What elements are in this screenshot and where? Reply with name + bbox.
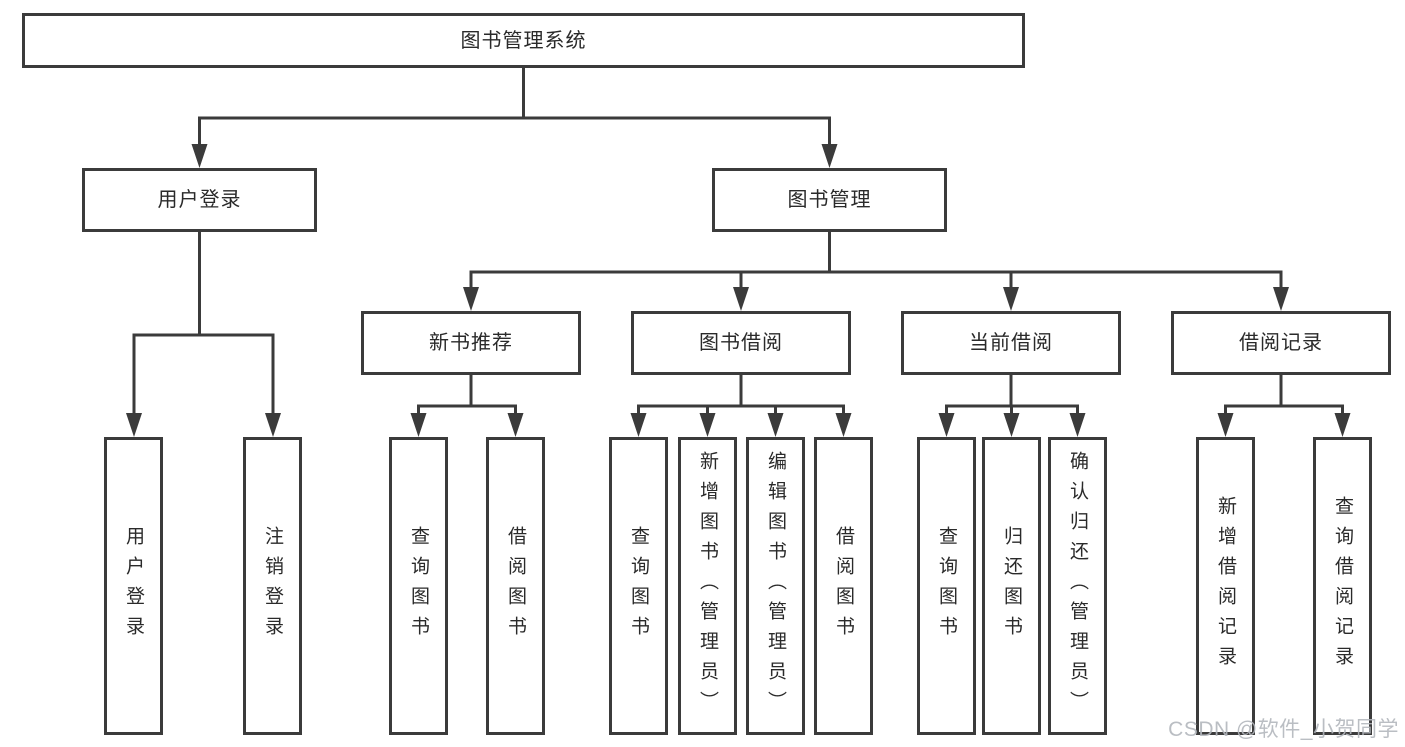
arrowheads — [126, 144, 1351, 437]
leaf-query-books-current: 查询图书 — [917, 437, 976, 735]
leaf-label: 归还图书 — [1001, 526, 1022, 646]
leaf-confirm-return-admin: 确认归还（管理员） — [1048, 437, 1107, 735]
leaf-label: 注销登录 — [262, 526, 283, 646]
leaf-label: 新增图书（管理员） — [697, 451, 718, 721]
leaf-query-books-recommend: 查询图书 — [389, 437, 448, 735]
leaf-label: 借阅图书 — [505, 526, 526, 646]
node-label: 借阅记录 — [1239, 332, 1323, 354]
leaf-query-borrow-record: 查询借阅记录 — [1313, 437, 1372, 735]
leaf-borrow-books: 借阅图书 — [814, 437, 873, 735]
leaf-label: 新增借阅记录 — [1215, 496, 1236, 676]
node-user-login: 用户登录 — [82, 168, 317, 232]
node-label: 新书推荐 — [429, 332, 513, 354]
leaf-label: 借阅图书 — [833, 526, 854, 646]
leaf-logout: 注销登录 — [243, 437, 302, 735]
node-label: 图书管理 — [787, 189, 872, 211]
leaf-add-books-admin: 新增图书（管理员） — [678, 437, 737, 735]
node-current-borrow: 当前借阅 — [901, 311, 1121, 375]
leaf-label: 查询借阅记录 — [1332, 496, 1353, 676]
node-book-management: 图书管理 — [712, 168, 947, 232]
leaf-label: 确认归还（管理员） — [1067, 451, 1088, 721]
node-label: 图书借阅 — [699, 332, 783, 354]
leaf-query-books-borrow: 查询图书 — [609, 437, 668, 735]
leaf-label: 用户登录 — [123, 526, 144, 646]
leaf-user-login: 用户登录 — [104, 437, 163, 735]
node-label: 图书管理系统 — [460, 29, 587, 52]
csdn-watermark: CSDN @软件_小贺同学 — [1168, 718, 1399, 741]
leaf-label: 编辑图书（管理员） — [765, 451, 786, 721]
leaf-label: 查询图书 — [408, 526, 429, 646]
node-book-borrow: 图书借阅 — [631, 311, 851, 375]
leaf-borrow-books-recommend: 借阅图书 — [486, 437, 545, 735]
node-label: 用户登录 — [157, 189, 242, 211]
node-library-system: 图书管理系统 — [22, 13, 1025, 68]
leaf-return-books: 归还图书 — [982, 437, 1041, 735]
node-label: 当前借阅 — [969, 332, 1053, 354]
leaf-label: 查询图书 — [936, 526, 957, 646]
node-new-book-recommend: 新书推荐 — [361, 311, 581, 375]
leaf-add-borrow-record: 新增借阅记录 — [1196, 437, 1255, 735]
node-borrow-records: 借阅记录 — [1171, 311, 1391, 375]
leaf-edit-books-admin: 编辑图书（管理员） — [746, 437, 805, 735]
leaf-label: 查询图书 — [628, 526, 649, 646]
